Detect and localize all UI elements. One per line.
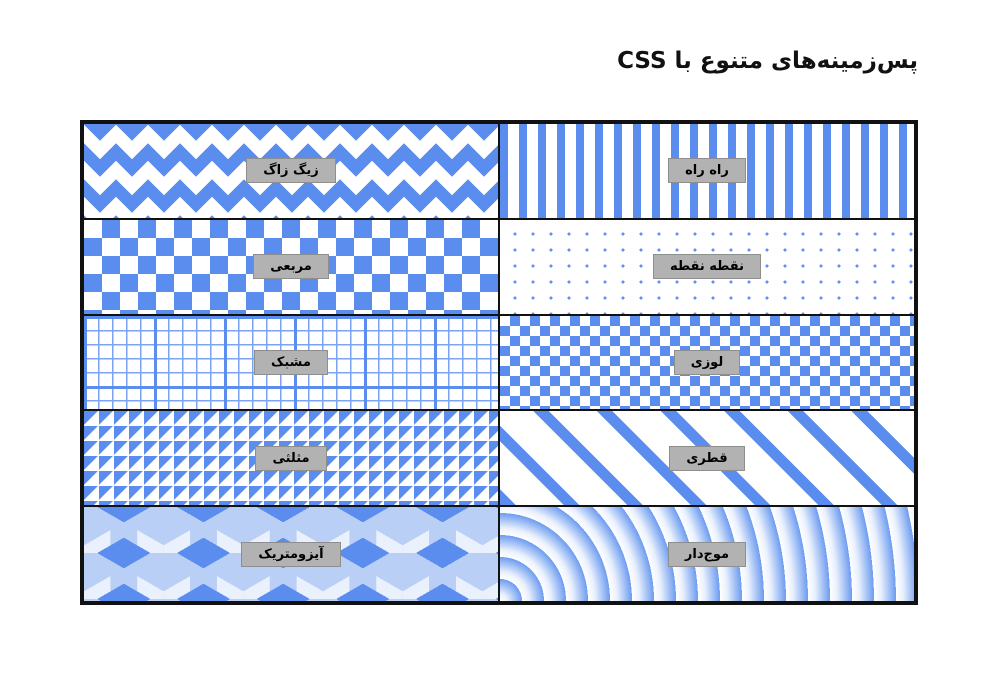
pattern-swatch-diagonal-stripes: قطری <box>499 410 915 507</box>
pattern-label-vertical-stripes: راه راه <box>668 158 746 184</box>
pattern-swatch-wavy: موج‌دار <box>499 506 915 602</box>
pattern-swatch-diamonds: لوزی <box>499 314 915 411</box>
pattern-label-grid-mesh: مشبک <box>254 349 328 375</box>
patterns-table: زیگ زاگ راه راه مربعی نقطه نقطه مشبک لوز… <box>80 120 918 605</box>
pattern-label-diagonal-stripes: قطری <box>669 445 745 471</box>
pattern-label-diamonds: لوزی <box>673 349 741 375</box>
pattern-swatch-isometric-cubes: آیزومتریک <box>83 506 499 602</box>
pattern-label-isometric-cubes: آیزومتریک <box>241 541 341 567</box>
pattern-label-wavy: موج‌دار <box>667 541 747 567</box>
pattern-swatch-zigzag: زیگ زاگ <box>83 123 499 219</box>
pattern-swatch-triangles: مثلثی <box>83 410 499 507</box>
pattern-label-dots: نقطه نقطه <box>652 254 762 280</box>
page-title: پس‌زمینه‌های متنوع با CSS <box>617 48 918 74</box>
pattern-swatch-vertical-stripes: راه راه <box>499 123 915 219</box>
pattern-swatch-dots: نقطه نقطه <box>499 218 915 315</box>
pattern-label-zigzag: زیگ زاگ <box>246 158 336 184</box>
pattern-swatch-grid-mesh: مشبک <box>83 314 499 411</box>
pattern-label-checkerboard: مربعی <box>253 254 329 280</box>
pattern-label-triangles: مثلثی <box>255 445 327 471</box>
pattern-swatch-checkerboard: مربعی <box>83 218 499 315</box>
